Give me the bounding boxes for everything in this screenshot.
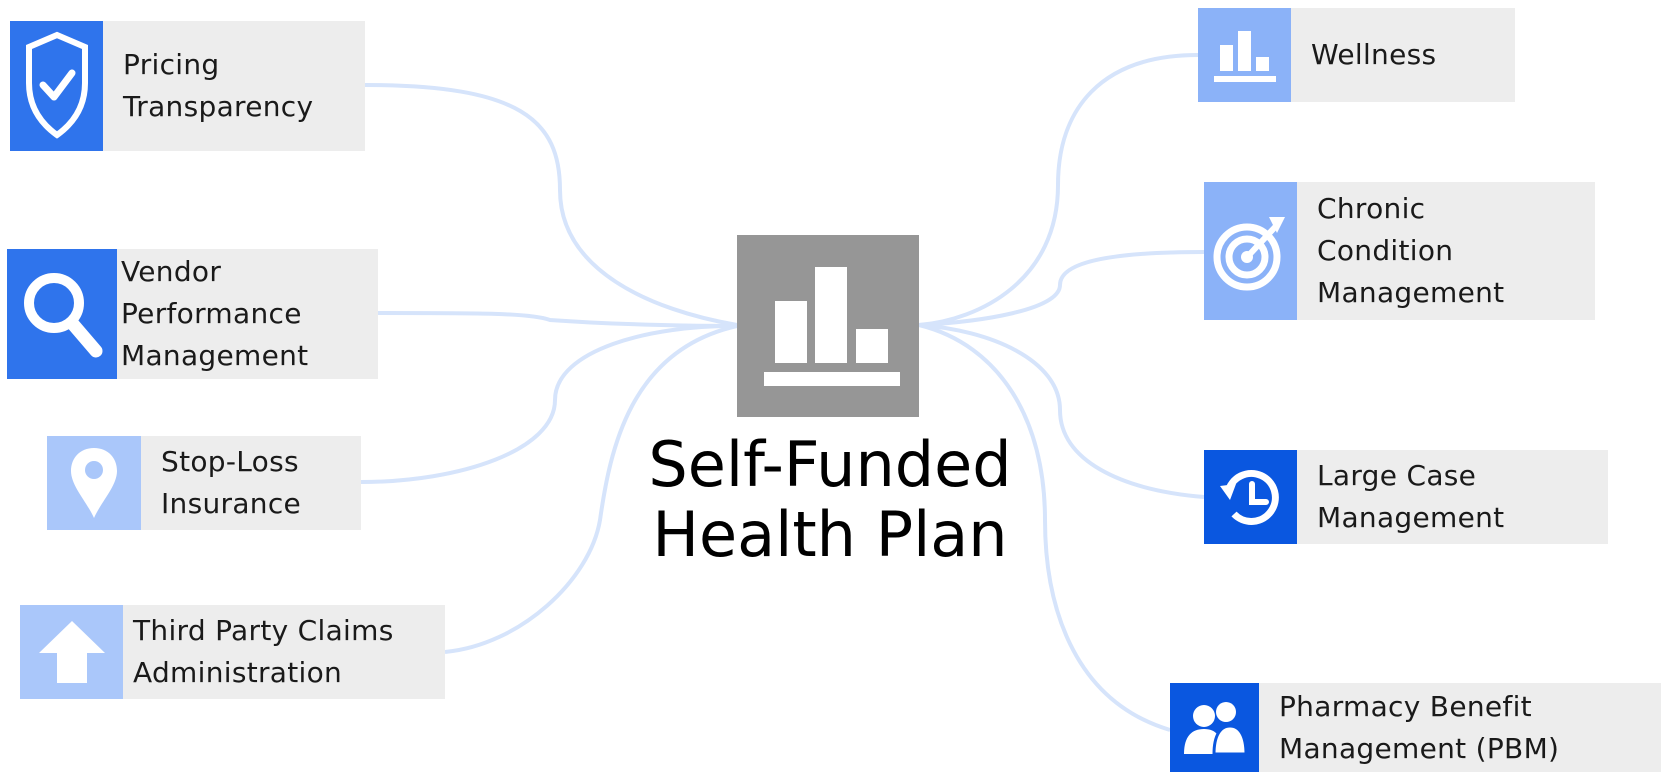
node-label: Vendor Performance Management	[121, 255, 309, 372]
target-icon	[1204, 182, 1297, 320]
people-icon	[1170, 683, 1259, 772]
connector-large-case	[918, 323, 1205, 499]
node-pricing-transparency: Pricing Transparency	[10, 21, 365, 151]
diagram-title: Self-Funded Health Plan	[648, 428, 1012, 571]
connector-chronic-condition	[918, 250, 1205, 327]
connector-wellness	[918, 53, 1199, 327]
up-arrow-icon	[20, 605, 123, 699]
connector-third-party-claims	[444, 324, 738, 654]
node-label: Third Party Claims Administration	[133, 614, 394, 689]
node-chronic-condition: Chronic Condition Management	[1204, 182, 1595, 320]
node-stop-loss-insurance: Stop-Loss Insurance	[47, 436, 361, 530]
connector-vendor-performance	[377, 311, 738, 328]
node-vendor-performance: Vendor Performance Management	[7, 249, 378, 379]
center-bar-chart-icon	[737, 235, 919, 417]
connector-pharmacy-benefit	[918, 323, 1171, 732]
shield-check-icon	[10, 21, 103, 151]
node-label: Pharmacy Benefit Management (PBM)	[1279, 689, 1560, 765]
node-wellness: Wellness	[1198, 8, 1515, 102]
bar-chart-icon	[1198, 8, 1291, 102]
connector-stop-loss	[360, 323, 738, 484]
node-large-case: Large Case Management	[1204, 450, 1608, 544]
node-label: Pricing Transparency	[123, 48, 314, 123]
magnifier-icon	[7, 249, 117, 379]
node-label: Wellness	[1311, 38, 1437, 71]
node-third-party-claims: Third Party Claims Administration	[20, 605, 445, 699]
history-clock-icon	[1204, 450, 1297, 544]
node-label: Stop-Loss Insurance	[161, 445, 302, 520]
map-pin-icon	[47, 436, 141, 530]
node-pharmacy-benefit: Pharmacy Benefit Management (PBM)	[1170, 683, 1661, 772]
node-label: Large Case Management	[1317, 459, 1505, 534]
connector-pricing-transparency	[364, 83, 738, 327]
node-label: Chronic Condition Management	[1317, 192, 1505, 309]
